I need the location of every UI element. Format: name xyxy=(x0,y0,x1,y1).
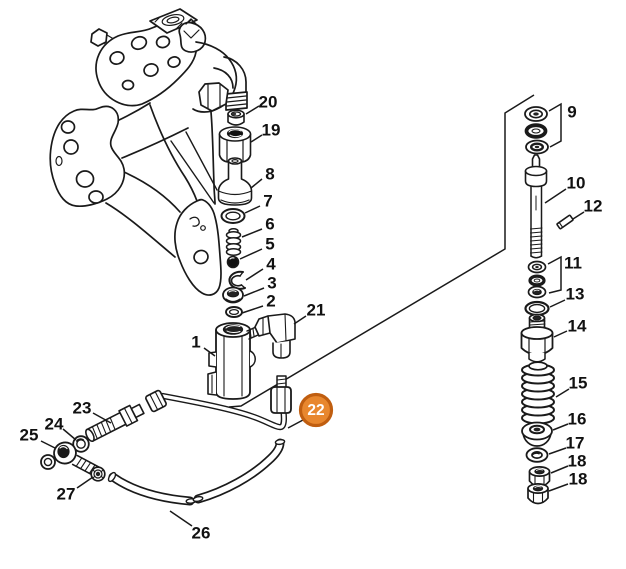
oil-pipe xyxy=(145,389,287,431)
leader-26 xyxy=(169,510,193,527)
callout-23[interactable]: 23 xyxy=(73,399,92,418)
leader-16 xyxy=(552,423,569,431)
leader-4 xyxy=(245,268,264,281)
leader-18a xyxy=(550,465,569,474)
callout-9[interactable]: 9 xyxy=(567,103,576,122)
part-18-nut-upper xyxy=(528,466,551,488)
callout-18b[interactable]: 18 xyxy=(569,470,588,489)
callout-18a[interactable]: 18 xyxy=(568,452,587,471)
leader-2 xyxy=(241,305,264,314)
leader-19 xyxy=(250,134,263,143)
part-23-fitting xyxy=(85,403,145,443)
leader-20 xyxy=(245,105,260,115)
callout-7[interactable]: 7 xyxy=(263,192,272,211)
part-12-pin xyxy=(556,214,574,230)
callout-2[interactable]: 2 xyxy=(266,292,275,311)
leader-22 xyxy=(287,419,304,429)
part-5-ball xyxy=(226,255,240,269)
callout-3[interactable]: 3 xyxy=(267,274,276,293)
callout-24[interactable]: 24 xyxy=(45,415,64,434)
leader-17 xyxy=(548,447,567,455)
leader-12 xyxy=(572,211,585,220)
callout-20[interactable]: 20 xyxy=(259,93,278,112)
part-24-washer xyxy=(72,435,90,453)
callout-1[interactable]: 1 xyxy=(191,333,200,352)
callout-14[interactable]: 14 xyxy=(568,317,587,336)
callout-27[interactable]: 27 xyxy=(57,485,76,504)
carb-flange xyxy=(149,8,198,34)
callout-10[interactable]: 10 xyxy=(567,174,586,193)
callout-4[interactable]: 4 xyxy=(266,255,276,274)
leader-7 xyxy=(244,205,261,214)
leader-23 xyxy=(92,412,112,424)
highlighted-callout-22[interactable]: 22 xyxy=(307,402,324,419)
part-14-union xyxy=(520,313,554,363)
part-9-washer-set xyxy=(524,106,549,155)
part-13-o-ring xyxy=(524,300,550,317)
callout-11[interactable]: 11 xyxy=(564,254,582,273)
callout-12[interactable]: 12 xyxy=(584,197,603,216)
callout-26[interactable]: 26 xyxy=(192,524,211,543)
mounting-flange xyxy=(49,105,126,208)
highlight-badge-circle-22[interactable] xyxy=(298,392,334,428)
part-20-bushing xyxy=(227,109,245,126)
part-10-rod xyxy=(524,154,548,259)
leader-25 xyxy=(40,440,56,449)
pump-assembly-drawing xyxy=(49,8,248,296)
callout-6[interactable]: 6 xyxy=(265,215,274,234)
leader-27 xyxy=(76,476,94,489)
part-6-spring xyxy=(225,228,242,256)
callout-17[interactable]: 17 xyxy=(566,434,585,453)
part-27-nut xyxy=(90,466,106,482)
part-3-grommet xyxy=(222,286,244,304)
part-1-valve-body xyxy=(207,322,256,400)
body-hex-plug xyxy=(198,82,229,112)
leader-15 xyxy=(555,388,570,398)
part-25-eye-fitting xyxy=(40,441,101,477)
leader-21 xyxy=(293,315,307,325)
callout-13[interactable]: 13 xyxy=(566,285,585,304)
part-4-circlip xyxy=(228,270,246,290)
callout-5[interactable]: 5 xyxy=(265,235,274,254)
callouts-layer: 1234567891011121314151617181819202123242… xyxy=(20,93,603,543)
part-17-washer xyxy=(525,447,549,463)
callout-25[interactable]: 25 xyxy=(20,426,39,445)
leader-24 xyxy=(62,428,77,441)
bracket-11 xyxy=(547,255,562,294)
leader-13 xyxy=(549,299,566,308)
part-11-washer-set xyxy=(527,260,547,299)
leader-6 xyxy=(241,228,263,238)
elbow-pipe xyxy=(223,56,247,94)
part-18-nut-lower xyxy=(527,483,549,505)
part-26-hose xyxy=(107,438,286,506)
leader-5 xyxy=(239,248,263,260)
callout-16[interactable]: 16 xyxy=(568,410,587,429)
callout-19[interactable]: 19 xyxy=(262,121,281,140)
part-2-o-ring xyxy=(225,306,243,318)
part-15-spring xyxy=(521,361,555,425)
leader-18b xyxy=(548,483,569,492)
part-7-o-ring xyxy=(220,208,246,224)
part-16-cup-washer xyxy=(521,421,553,447)
part-22-pipe-fitting xyxy=(270,375,292,414)
leader-8 xyxy=(250,178,263,189)
assembly-foot xyxy=(174,198,222,296)
part-19-nut xyxy=(218,126,252,163)
bolt-stub xyxy=(90,28,108,47)
callout-15[interactable]: 15 xyxy=(569,374,588,393)
leader-1 xyxy=(203,347,216,357)
callout-8[interactable]: 8 xyxy=(265,165,274,184)
part-21-elbow-fitting xyxy=(246,313,296,359)
bracket-9 xyxy=(548,102,562,148)
part-8-nozzle xyxy=(217,157,253,206)
leader-10 xyxy=(544,188,567,204)
leader-3 xyxy=(243,287,265,297)
reference-line xyxy=(228,94,535,408)
callout-21[interactable]: 21 xyxy=(307,301,326,320)
leader-14 xyxy=(553,330,568,338)
